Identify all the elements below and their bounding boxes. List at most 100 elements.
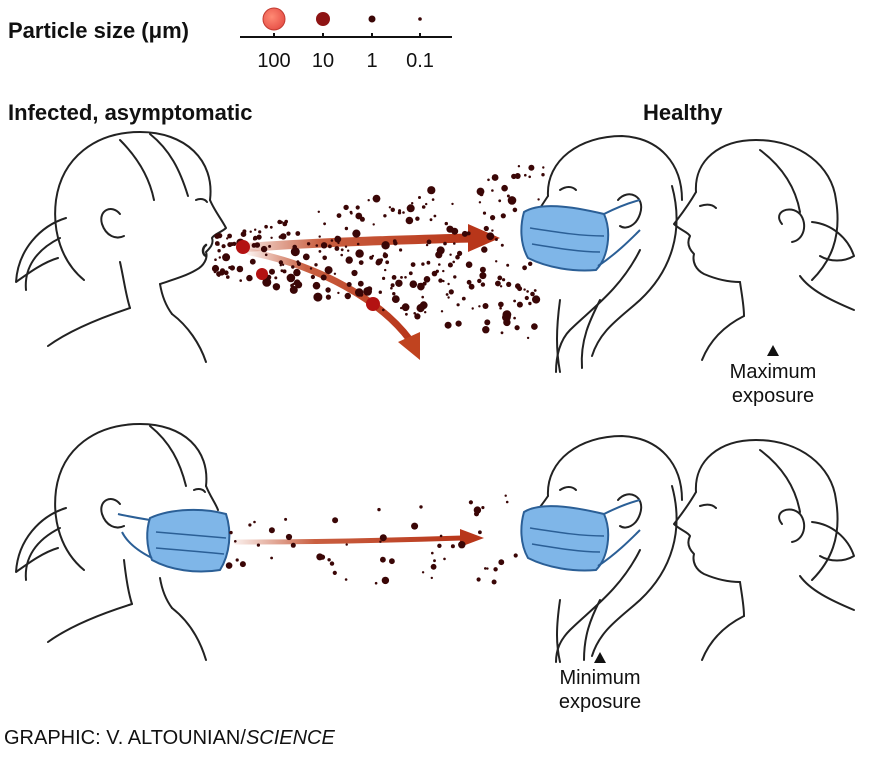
droplet [280, 269, 284, 273]
droplet [465, 261, 473, 269]
droplet [240, 231, 247, 237]
droplet [253, 520, 256, 524]
droplet [541, 173, 545, 177]
droplet [313, 292, 323, 302]
droplet [256, 234, 262, 240]
droplet [323, 222, 326, 226]
droplet [486, 567, 489, 570]
droplet [439, 534, 443, 538]
droplet [239, 279, 242, 282]
droplet [405, 312, 408, 316]
droplet [522, 265, 527, 271]
droplet [418, 196, 421, 199]
legend-tick-100: 100 [257, 50, 291, 72]
droplet [479, 272, 487, 280]
healthy-person-back-bottom [673, 439, 855, 661]
droplet [530, 291, 535, 297]
min-exposure-label: Minimum exposure [559, 666, 641, 714]
droplet [526, 336, 530, 340]
droplet [234, 540, 237, 543]
droplet [384, 268, 387, 272]
droplet [278, 235, 283, 239]
droplet [408, 271, 413, 276]
droplet [411, 522, 419, 530]
legend-tick-0.1: 0.1 [406, 50, 434, 72]
droplet [235, 558, 239, 562]
droplet [217, 233, 223, 239]
droplet [513, 316, 516, 320]
max-exposure-marker [767, 345, 779, 356]
droplet [295, 231, 301, 236]
droplet [451, 202, 454, 206]
droplet [442, 279, 445, 283]
droplet [347, 249, 350, 252]
droplet [456, 303, 460, 307]
droplet [236, 265, 244, 273]
droplet [248, 523, 252, 527]
droplet [264, 224, 268, 229]
droplet [495, 260, 498, 263]
legend-tick-1: 1 [366, 50, 378, 72]
droplet [264, 253, 268, 257]
droplet [310, 274, 315, 280]
droplet [448, 289, 454, 295]
droplet [372, 194, 381, 203]
droplet [426, 239, 432, 245]
droplet [514, 325, 520, 331]
droplet [438, 278, 443, 283]
droplet-cloud-dense [211, 164, 545, 340]
droplet [324, 266, 333, 275]
droplet [478, 530, 482, 535]
legend-dot-100 [262, 7, 286, 31]
droplet [227, 233, 233, 239]
droplet [447, 296, 450, 299]
droplet [333, 272, 337, 275]
droplet [517, 165, 521, 168]
droplet [421, 205, 426, 209]
droplet [445, 293, 449, 296]
large-droplets-top [236, 240, 380, 311]
droplet [429, 218, 433, 222]
droplet [466, 279, 472, 285]
droplet [435, 251, 443, 259]
droplet [473, 506, 482, 514]
droplet [337, 241, 340, 245]
droplet [355, 249, 364, 258]
legend-tick-10: 10 [311, 50, 335, 72]
droplet [290, 247, 300, 257]
droplet [225, 562, 233, 569]
droplet [495, 280, 501, 287]
droplet [498, 559, 505, 566]
droplet [401, 303, 410, 312]
droplet [216, 271, 222, 277]
droplet [374, 581, 378, 585]
droplet [504, 494, 507, 497]
droplet [335, 235, 339, 239]
droplet [381, 241, 390, 250]
droplet [528, 301, 532, 306]
droplet [322, 255, 328, 261]
droplet [481, 506, 485, 510]
droplet [229, 265, 235, 271]
droplet [377, 507, 381, 512]
droplet [328, 244, 331, 247]
droplet [391, 275, 397, 280]
droplet [442, 269, 445, 273]
droplet [379, 258, 383, 262]
droplet [490, 215, 496, 221]
droplet [468, 283, 475, 290]
droplet [291, 265, 295, 269]
droplet [383, 214, 387, 218]
droplet [336, 213, 342, 219]
droplet [419, 288, 423, 291]
droplet [453, 242, 456, 245]
min-exposure-line1: Minimum [559, 667, 641, 689]
droplet [278, 260, 284, 265]
droplet [497, 275, 503, 281]
droplet [297, 262, 301, 266]
droplet [430, 576, 433, 580]
droplet [295, 281, 303, 289]
droplet [289, 285, 298, 294]
